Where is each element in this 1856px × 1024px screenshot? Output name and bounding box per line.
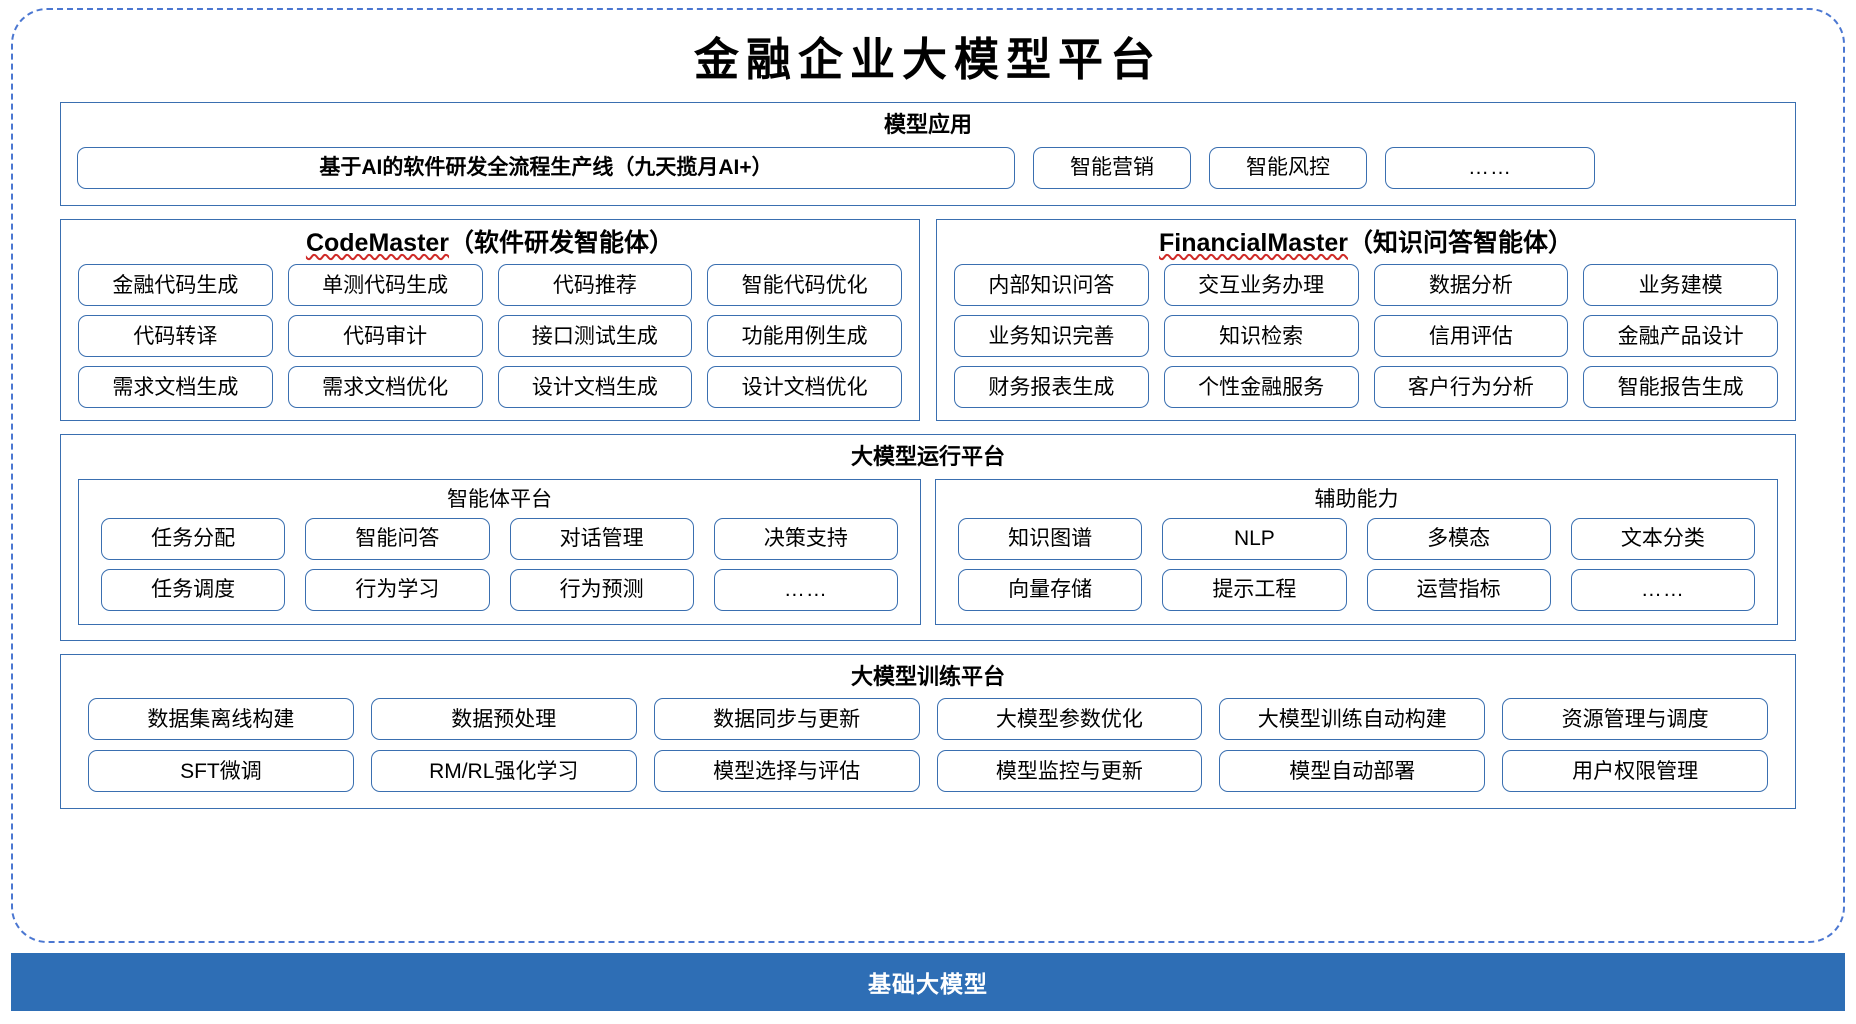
runtime-item[interactable]: 对话管理 <box>509 517 694 560</box>
runtime-columns: 智能体平台 任务分配 智能问答 对话管理 决策支持 任务调度 行为学习 行为预测… <box>61 478 1795 640</box>
section-runtime-platform: 大模型运行平台 智能体平台 任务分配 智能问答 对话管理 决策支持 任务调度 行… <box>60 434 1796 641</box>
agent-item[interactable]: 客户行为分析 <box>1373 366 1569 409</box>
agent-name-en-financialmaster: FinancialMaster <box>1159 228 1348 257</box>
training-item[interactable]: 用户权限管理 <box>1502 750 1768 793</box>
app-item-smart-marketing[interactable]: 智能营销 <box>1033 146 1191 189</box>
section-title-model-application: 模型应用 <box>883 112 972 138</box>
agent-item[interactable]: 代码转译 <box>78 315 273 358</box>
runtime-item[interactable]: 文本分类 <box>1570 517 1755 560</box>
model-application-items: 基于AI的软件研发全流程生产线（九天揽月AI+） 智能营销 智能风控 …… <box>61 146 1795 205</box>
agent-item[interactable]: 金融产品设计 <box>1583 315 1778 358</box>
agent-item[interactable]: 功能用例生成 <box>707 315 902 358</box>
section-model-application: 模型应用 基于AI的软件研发全流程生产线（九天揽月AI+） 智能营销 智能风控 … <box>60 102 1796 206</box>
section-title-runtime-platform: 大模型运行平台 <box>850 444 1005 470</box>
runtime-item[interactable]: 提示工程 <box>1162 568 1347 611</box>
agent-item[interactable]: 数据分析 <box>1373 264 1569 307</box>
agent-item[interactable]: 业务知识完善 <box>954 315 1149 358</box>
page-title: 金融企业大模型平台 <box>693 35 1162 85</box>
runtime-col-title-agent-platform: 智能体平台 <box>447 487 552 511</box>
training-item[interactable]: 大模型训练自动构建 <box>1219 698 1486 741</box>
training-item[interactable]: 模型自动部署 <box>1219 750 1486 793</box>
training-item[interactable]: 模型监控与更新 <box>936 750 1203 793</box>
agent-item[interactable]: 设计文档优化 <box>707 366 902 409</box>
agent-item[interactable]: 需求文档优化 <box>287 366 483 409</box>
agent-item[interactable]: 内部知识问答 <box>954 264 1149 307</box>
agent-name-cn-financialmaster: （知识问答智能体） <box>1347 228 1573 257</box>
agent-item[interactable]: 金融代码生成 <box>78 264 273 307</box>
agent-item[interactable]: 需求文档生成 <box>78 366 273 409</box>
footer-foundation-model-bar: 基础大模型 <box>11 953 1845 1011</box>
agent-item[interactable]: 单测代码生成 <box>287 264 483 307</box>
training-item[interactable]: 数据预处理 <box>370 698 637 741</box>
training-item[interactable]: 大模型参数优化 <box>936 698 1203 741</box>
runtime-items-auxiliary-capability: 知识图谱 NLP 多模态 文本分类 向量存储 提示工程 运营指标 …… <box>936 517 1777 611</box>
section-training-platform: 大模型训练平台 数据集离线构建 数据预处理 数据同步与更新 大模型参数优化 大模… <box>60 653 1796 810</box>
agent-item[interactable]: 智能代码优化 <box>707 264 902 307</box>
agent-title-financialmaster: FinancialMaster（知识问答智能体） <box>937 220 1795 265</box>
runtime-col-auxiliary-capability: 辅助能力 知识图谱 NLP 多模态 文本分类 向量存储 提示工程 运营指标 …… <box>935 478 1778 625</box>
agent-item[interactable]: 知识检索 <box>1163 315 1359 358</box>
runtime-item-more[interactable]: …… <box>1570 568 1755 611</box>
agent-item[interactable]: 个性金融服务 <box>1163 366 1359 409</box>
agent-item[interactable]: 接口测试生成 <box>497 315 693 358</box>
agent-item[interactable]: 代码推荐 <box>497 264 693 307</box>
runtime-item[interactable]: 运营指标 <box>1366 568 1551 611</box>
runtime-item[interactable]: NLP <box>1162 517 1347 560</box>
app-item-ai-pipeline[interactable]: 基于AI的软件研发全流程生产线（九天揽月AI+） <box>77 146 1015 189</box>
training-item[interactable]: 模型选择与评估 <box>653 750 920 793</box>
runtime-item-more[interactable]: …… <box>713 568 898 611</box>
agent-item[interactable]: 代码审计 <box>287 315 483 358</box>
runtime-col-agent-platform: 智能体平台 任务分配 智能问答 对话管理 决策支持 任务调度 行为学习 行为预测… <box>78 478 921 625</box>
agent-item[interactable]: 交互业务办理 <box>1163 264 1359 307</box>
agent-item[interactable]: 设计文档生成 <box>497 366 693 409</box>
runtime-item[interactable]: 决策支持 <box>713 517 898 560</box>
runtime-item[interactable]: 向量存储 <box>958 568 1143 611</box>
outer-dashed-frame: 金融企业大模型平台 模型应用 基于AI的软件研发全流程生产线（九天揽月AI+） … <box>11 8 1845 943</box>
agent-name-en-codemaster: CodeMaster <box>305 228 450 257</box>
training-item[interactable]: 资源管理与调度 <box>1502 698 1768 741</box>
runtime-items-agent-platform: 任务分配 智能问答 对话管理 决策支持 任务调度 行为学习 行为预测 …… <box>79 517 920 611</box>
agent-panel-codemaster: CodeMaster（软件研发智能体） 金融代码生成 单测代码生成 代码推荐 智… <box>60 218 920 422</box>
agent-items-codemaster: 金融代码生成 单测代码生成 代码推荐 智能代码优化 代码转译 代码审计 接口测试… <box>61 264 919 409</box>
app-item-smart-risk-control[interactable]: 智能风控 <box>1209 146 1367 189</box>
training-item[interactable]: RM/RL强化学习 <box>370 750 637 793</box>
footer-label: 基础大模型 <box>868 971 988 997</box>
agent-item[interactable]: 智能报告生成 <box>1583 366 1778 409</box>
agent-panel-financialmaster: FinancialMaster（知识问答智能体） 内部知识问答 交互业务办理 数… <box>936 218 1796 422</box>
agent-item[interactable]: 信用评估 <box>1373 315 1569 358</box>
runtime-item[interactable]: 行为预测 <box>509 568 694 611</box>
runtime-item[interactable]: 行为学习 <box>305 568 490 611</box>
runtime-item[interactable]: 知识图谱 <box>958 517 1143 560</box>
training-item[interactable]: SFT微调 <box>88 750 354 793</box>
section-title-training-platform: 大模型训练平台 <box>850 663 1005 689</box>
section-agents: CodeMaster（软件研发智能体） 金融代码生成 单测代码生成 代码推荐 智… <box>60 218 1796 422</box>
runtime-item[interactable]: 任务分配 <box>101 517 286 560</box>
training-items: 数据集离线构建 数据预处理 数据同步与更新 大模型参数优化 大模型训练自动构建 … <box>61 698 1795 808</box>
training-item[interactable]: 数据集离线构建 <box>88 698 354 741</box>
runtime-item[interactable]: 任务调度 <box>101 568 286 611</box>
agent-items-financialmaster: 内部知识问答 交互业务办理 数据分析 业务建模 业务知识完善 知识检索 信用评估… <box>937 264 1795 409</box>
runtime-col-title-auxiliary-capability: 辅助能力 <box>1314 487 1399 511</box>
agent-name-cn-codemaster: （软件研发智能体） <box>449 228 675 257</box>
training-item[interactable]: 数据同步与更新 <box>653 698 920 741</box>
agent-item[interactable]: 财务报表生成 <box>954 366 1149 409</box>
runtime-item[interactable]: 智能问答 <box>305 517 490 560</box>
agent-item[interactable]: 业务建模 <box>1583 264 1778 307</box>
app-item-more[interactable]: …… <box>1385 146 1595 189</box>
agent-title-codemaster: CodeMaster（软件研发智能体） <box>61 220 919 265</box>
runtime-item[interactable]: 多模态 <box>1366 517 1551 560</box>
